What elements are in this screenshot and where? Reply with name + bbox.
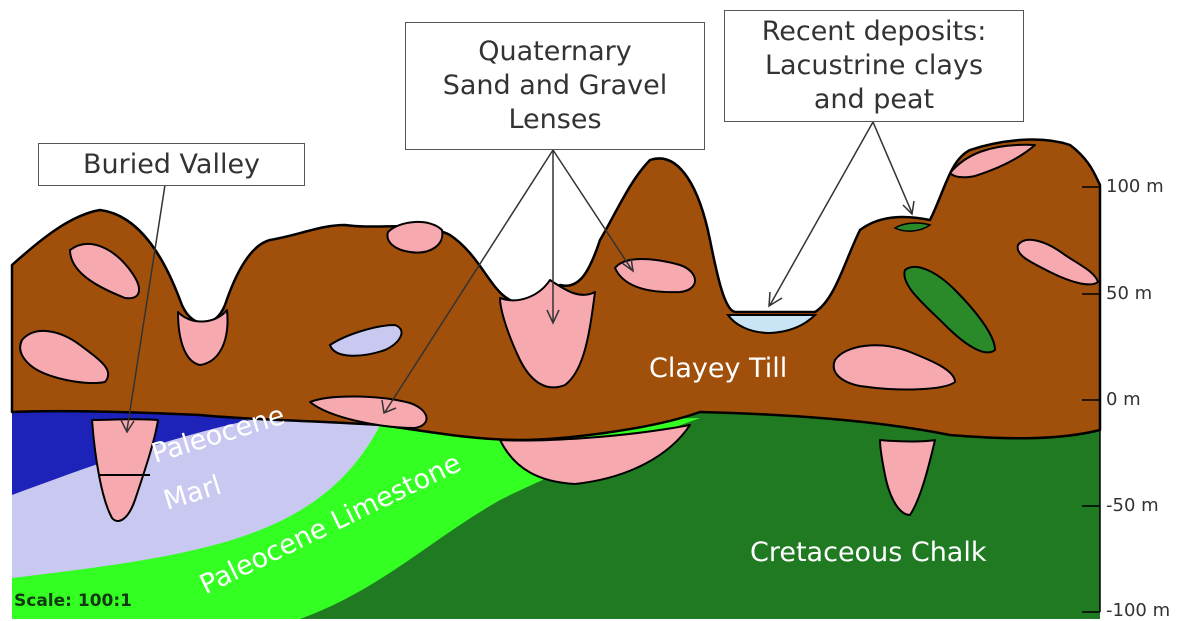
callout-recent-line3: and peat	[725, 83, 1023, 117]
callout-quaternary-line2: Sand and Gravel	[406, 69, 704, 103]
label-cretaceous-chalk: Cretaceous Chalk	[750, 537, 987, 568]
tick-label-neg100: -100 m	[1106, 600, 1170, 621]
callout-quaternary-line3: Lenses	[406, 103, 704, 137]
callout-recent-line2: Lacustrine clays	[725, 49, 1023, 83]
label-clayey-till: Clayey Till	[649, 353, 787, 384]
callout-quaternary-line1: Quaternary	[406, 35, 704, 69]
scale-label: Scale: 100:1	[14, 591, 132, 611]
tick-label-50: 50 m	[1106, 283, 1152, 304]
callout-recent-deposits: Recent deposits: Lacustrine clays and pe…	[724, 10, 1024, 122]
tick-label-100: 100 m	[1106, 176, 1164, 197]
tick-label-0: 0 m	[1106, 389, 1141, 410]
callout-buried-valley-text: Buried Valley	[39, 144, 304, 185]
leader-recent-2	[873, 122, 912, 213]
tick-label-neg50: -50 m	[1106, 495, 1159, 516]
sand-lens-4	[387, 222, 442, 253]
callout-buried-valley: Buried Valley	[38, 143, 305, 186]
callout-recent-line1: Recent deposits:	[725, 15, 1023, 49]
callout-quaternary: Quaternary Sand and Gravel Lenses	[405, 22, 705, 150]
